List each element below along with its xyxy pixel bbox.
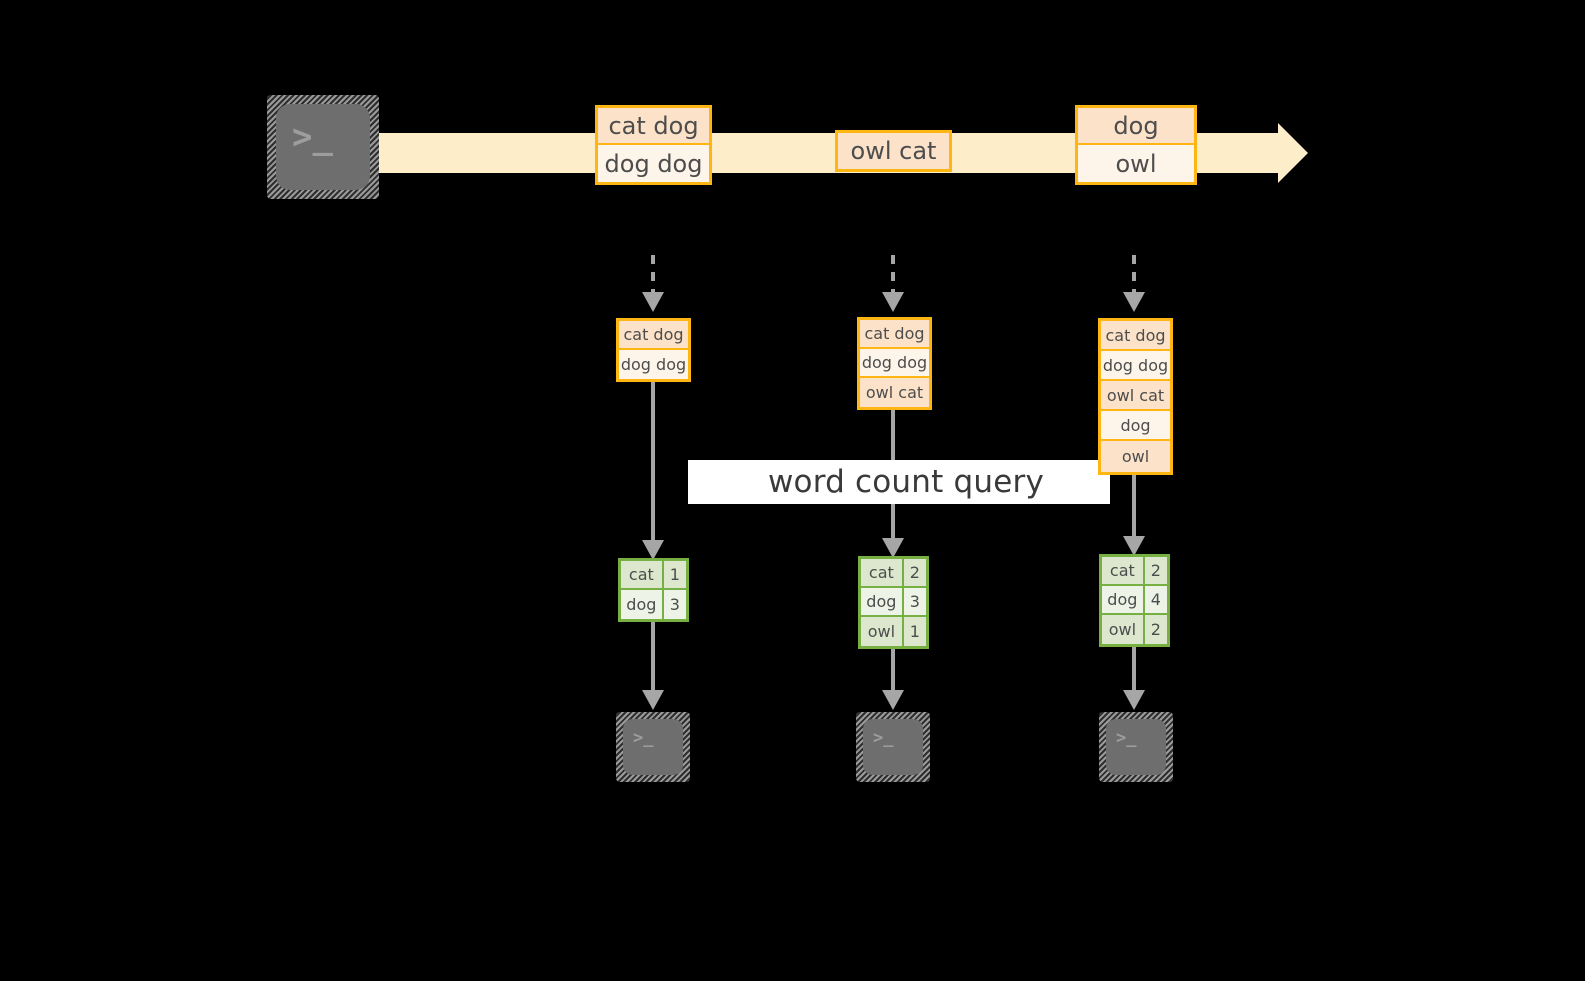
stream-arrow-head bbox=[1278, 123, 1308, 183]
accumulated-record-line: owl bbox=[1101, 441, 1170, 472]
table-row: owl 2 bbox=[1102, 615, 1167, 644]
table-row: dog 4 bbox=[1102, 586, 1167, 615]
sink-arrowhead-3 bbox=[1123, 690, 1145, 710]
accumulated-record-line: cat dog bbox=[1101, 321, 1170, 351]
query-arrowhead-1 bbox=[642, 540, 664, 560]
table-row: dog 3 bbox=[861, 588, 926, 617]
stream-record-line: owl cat bbox=[838, 133, 949, 169]
table-cell-word: cat bbox=[1102, 557, 1145, 584]
table-cell-count: 4 bbox=[1144, 586, 1167, 613]
accumulated-record-line: dog dog bbox=[619, 350, 688, 379]
table-cell-word: dog bbox=[1102, 586, 1145, 613]
sink-terminal-prompt-glyph: >_ bbox=[633, 728, 654, 748]
query-connector-1 bbox=[651, 382, 655, 547]
snapshot-trigger-arrowhead-3 bbox=[1123, 292, 1145, 312]
result-table-1[interactable]: cat 1 dog 3 bbox=[618, 558, 689, 622]
snapshot-trigger-arrowhead-1 bbox=[642, 292, 664, 312]
sink-connector-2 bbox=[891, 649, 895, 697]
table-cell-count: 1 bbox=[903, 617, 926, 646]
sink-connector-3 bbox=[1132, 647, 1136, 697]
table-row: cat 1 bbox=[621, 561, 686, 590]
table-row: cat 2 bbox=[1102, 557, 1167, 586]
source-terminal-prompt-glyph: >_ bbox=[292, 117, 333, 157]
table-cell-count: 2 bbox=[903, 559, 926, 586]
stream-record-line: owl bbox=[1078, 145, 1194, 182]
table-cell-word: dog bbox=[621, 590, 664, 619]
stream-record-line: cat dog bbox=[598, 108, 709, 145]
accumulated-record-line: dog dog bbox=[860, 349, 929, 378]
table-row: dog 3 bbox=[621, 590, 686, 619]
sink-terminal-prompt-glyph: >_ bbox=[873, 728, 894, 748]
snapshot-trigger-connector-1 bbox=[651, 255, 655, 295]
accumulated-record-line: owl cat bbox=[1101, 381, 1170, 411]
query-label-text: word count query bbox=[767, 464, 1045, 500]
sink-terminal-icon-2[interactable]: >_ bbox=[856, 712, 930, 782]
accumulated-record-line: cat dog bbox=[860, 320, 929, 349]
table-cell-word: dog bbox=[861, 588, 904, 615]
table-cell-count: 2 bbox=[1144, 557, 1167, 584]
table-cell-count: 3 bbox=[903, 588, 926, 615]
sink-arrowhead-1 bbox=[642, 690, 664, 710]
sink-terminal-surface-2: >_ bbox=[863, 719, 923, 775]
snapshot-trigger-connector-3 bbox=[1132, 255, 1136, 295]
result-table-3[interactable]: cat 2 dog 4 owl 2 bbox=[1099, 554, 1170, 647]
stream-record-line: dog bbox=[1078, 108, 1194, 145]
query-arrowhead-3 bbox=[1123, 536, 1145, 556]
sink-terminal-icon-3[interactable]: >_ bbox=[1099, 712, 1173, 782]
stream-record-1[interactable]: cat dog dog dog bbox=[595, 105, 712, 185]
sink-terminal-icon-1[interactable]: >_ bbox=[616, 712, 690, 782]
table-cell-count: 3 bbox=[663, 590, 686, 619]
table-cell-word: cat bbox=[621, 561, 664, 588]
sink-terminal-surface-1: >_ bbox=[623, 719, 683, 775]
stream-record-2[interactable]: owl cat bbox=[835, 130, 952, 172]
sink-connector-1 bbox=[651, 622, 655, 697]
table-cell-word: owl bbox=[861, 617, 904, 646]
snapshot-trigger-arrowhead-2 bbox=[882, 292, 904, 312]
accumulated-record-line: dog dog bbox=[1101, 351, 1170, 381]
stream-record-line: dog dog bbox=[598, 145, 709, 182]
query-label-band: word count query bbox=[688, 460, 1110, 504]
accumulated-record-line: dog bbox=[1101, 411, 1170, 441]
source-terminal-icon[interactable]: >_ bbox=[267, 95, 379, 199]
table-row: cat 2 bbox=[861, 559, 926, 588]
table-cell-word: cat bbox=[861, 559, 904, 586]
table-cell-count: 1 bbox=[663, 561, 686, 588]
accumulated-records-3[interactable]: cat dog dog dog owl cat dog owl bbox=[1098, 318, 1173, 475]
table-cell-count: 2 bbox=[1144, 615, 1167, 644]
query-arrowhead-2 bbox=[882, 538, 904, 558]
snapshot-trigger-connector-2 bbox=[891, 255, 895, 295]
sink-arrowhead-2 bbox=[882, 690, 904, 710]
source-terminal-surface: >_ bbox=[276, 104, 370, 190]
table-cell-word: owl bbox=[1102, 615, 1145, 644]
accumulated-records-2[interactable]: cat dog dog dog owl cat bbox=[857, 317, 932, 410]
sink-terminal-surface-3: >_ bbox=[1106, 719, 1166, 775]
accumulated-record-line: owl cat bbox=[860, 378, 929, 407]
result-table-2[interactable]: cat 2 dog 3 owl 1 bbox=[858, 556, 929, 649]
accumulated-records-1[interactable]: cat dog dog dog bbox=[616, 318, 691, 382]
table-row: owl 1 bbox=[861, 617, 926, 646]
stream-record-3[interactable]: dog owl bbox=[1075, 105, 1197, 185]
accumulated-record-line: cat dog bbox=[619, 321, 688, 350]
sink-terminal-prompt-glyph: >_ bbox=[1116, 728, 1137, 748]
query-connector-3 bbox=[1132, 475, 1136, 545]
